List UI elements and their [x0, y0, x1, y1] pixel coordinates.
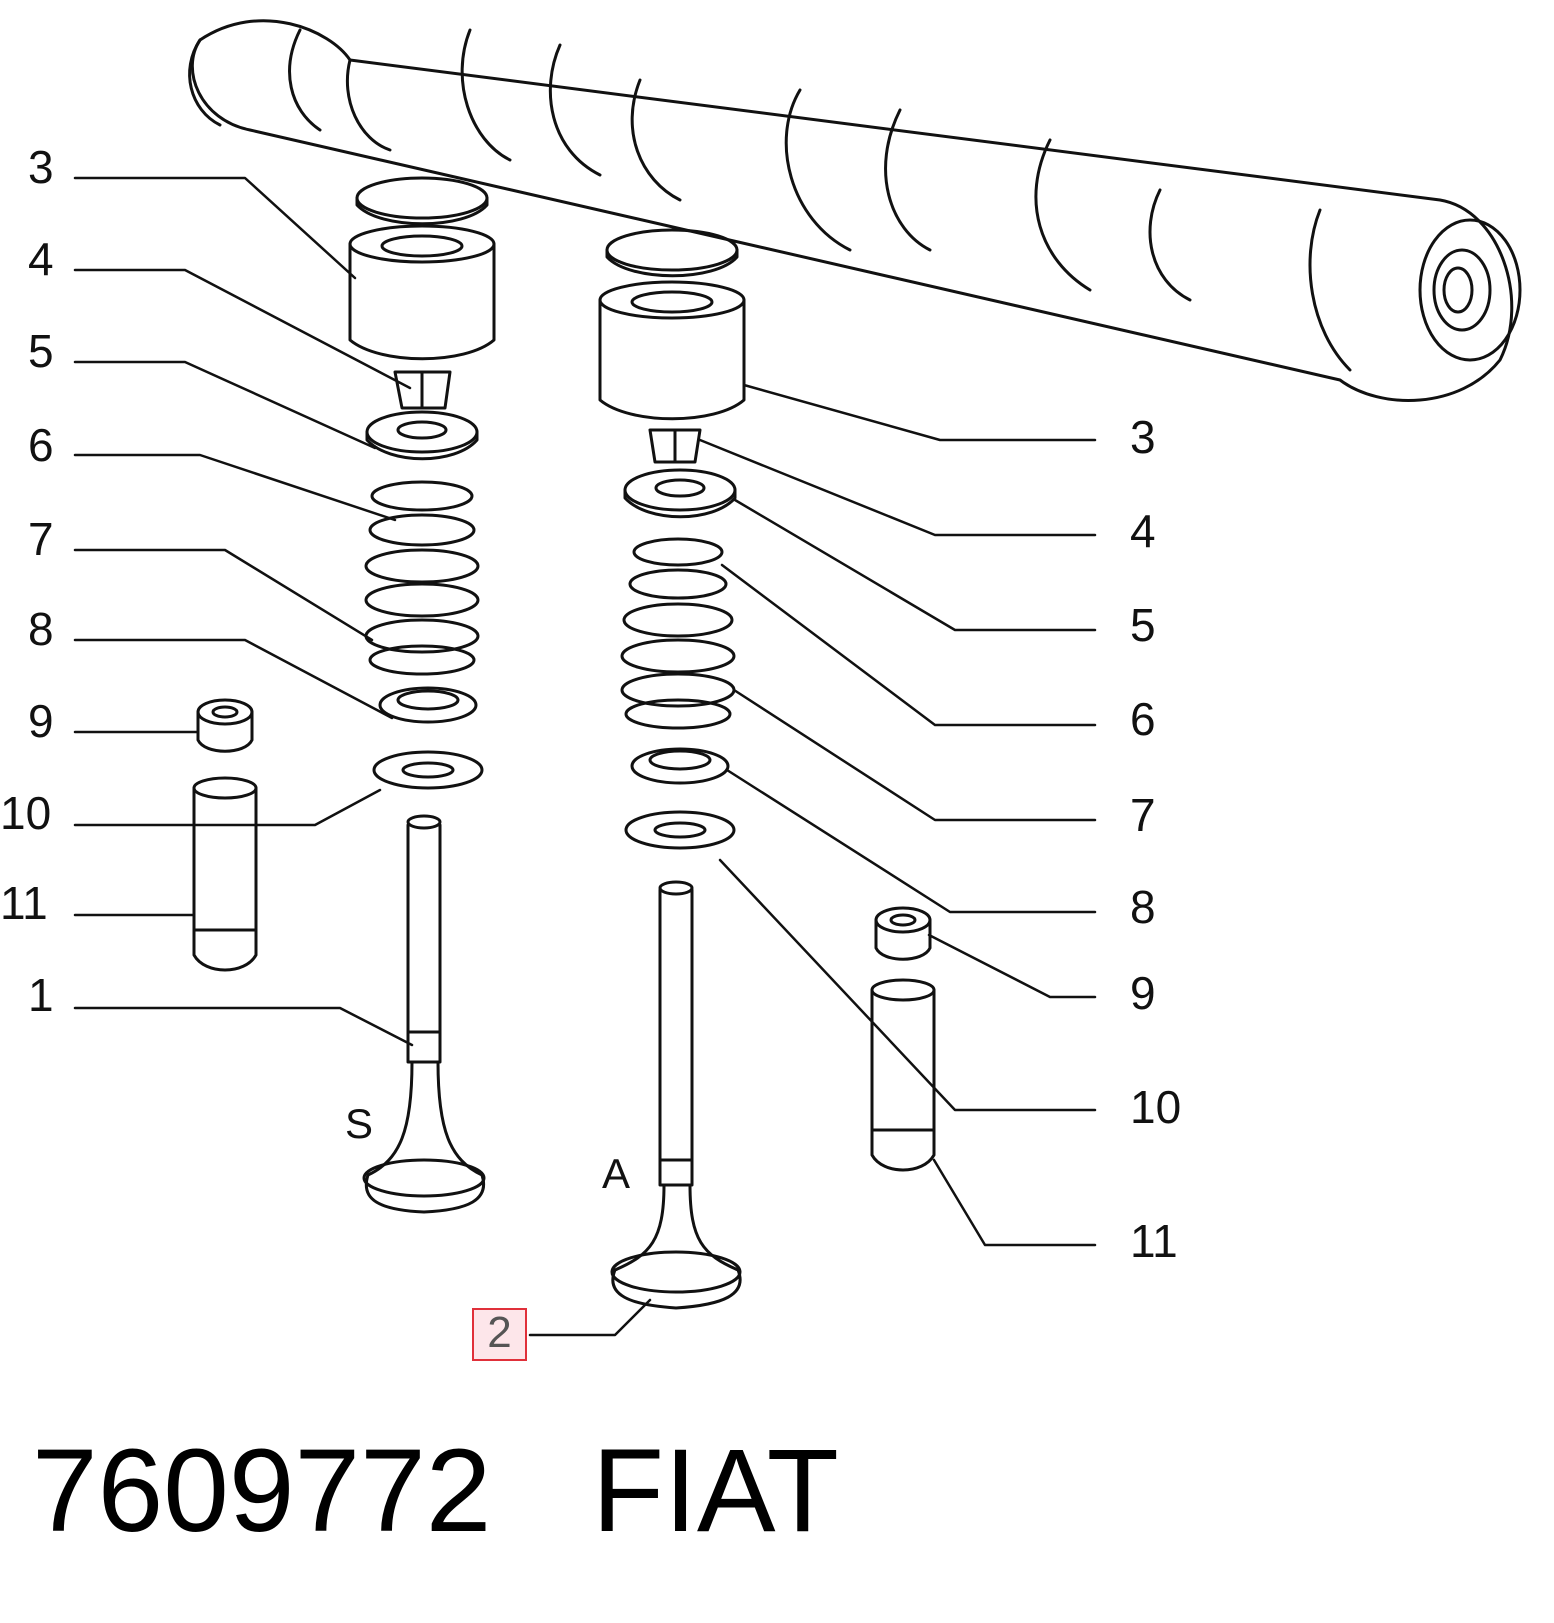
callout-left-10: 10 [0, 787, 52, 839]
callout-left-8: 8 [28, 603, 54, 655]
callout-right-6: 6 [1130, 693, 1156, 745]
callout-left-5: 5 [28, 325, 54, 377]
part-number: 7609772 [32, 1425, 492, 1557]
callout-right-11: 11 [1130, 1215, 1178, 1267]
callout-right-3: 3 [1130, 411, 1156, 463]
callout-right-4: 4 [1130, 505, 1156, 557]
callout-right-9: 9 [1130, 967, 1156, 1019]
brand-name: FIAT [592, 1425, 839, 1557]
callout-right-5: 5 [1130, 599, 1156, 651]
callout-right-10: 10 [1130, 1081, 1182, 1133]
leader-lines-left [73, 176, 414, 1047]
exhaust-valve-label: A [602, 1150, 631, 1197]
intake-valve-assembly [192, 176, 496, 1214]
camshaft [188, 19, 1522, 402]
callout-right-8: 8 [1130, 881, 1156, 933]
callout-left-9: 9 [28, 695, 54, 747]
callout-right-7: 7 [1130, 789, 1156, 841]
callout-left-11: 11 [0, 877, 48, 929]
callout-left-7: 7 [28, 513, 54, 565]
callout-left-3: 3 [28, 141, 54, 193]
callout-left-1: 1 [28, 969, 54, 1021]
intake-valve-label: S [345, 1100, 374, 1147]
leader-lines-right [528, 383, 1097, 1337]
callout-left-4: 4 [28, 233, 54, 285]
callout-left-6: 6 [28, 419, 54, 471]
highlighted-callout-2[interactable]: 2 [472, 1308, 527, 1361]
